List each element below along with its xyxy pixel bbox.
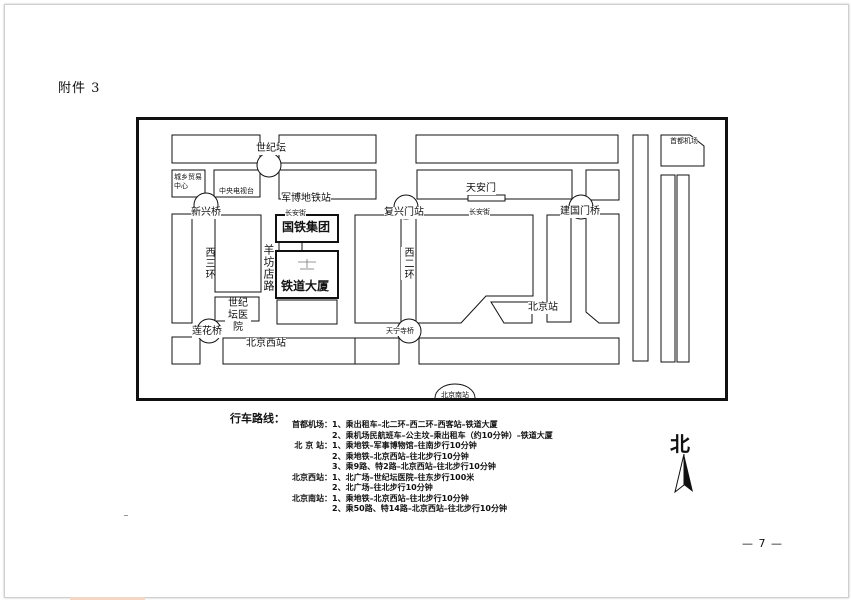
route-text: 2、乘50路、特14路–北京西站–往北步行10分钟 xyxy=(332,504,507,513)
route-origin: 北京南站： xyxy=(292,493,332,503)
map-block xyxy=(276,299,338,325)
route-origin: 北京西站： xyxy=(292,472,332,482)
map-label-fuxingmen-station: 复兴门站 xyxy=(384,207,424,219)
route-text: 2、乘地铁–北京西站–往北步行10分钟 xyxy=(332,451,469,461)
map-block xyxy=(214,214,262,293)
margin-tick xyxy=(124,515,128,516)
route-text: 1、乘地铁–军事博物馆–往南步行10分钟 xyxy=(332,441,477,450)
route-text: 1、北广场–世纪坛医院–往东步行100米 xyxy=(332,472,475,482)
map-block xyxy=(171,213,193,324)
route-text: 1、乘地铁–北京西站–往北步行10分钟 xyxy=(332,493,469,503)
map-label-changan-street-right: 长安街 xyxy=(469,208,490,217)
route-row: 北京南站：1、乘地铁–北京西站–往北步行10分钟 xyxy=(288,494,469,504)
map-label-yangfang-road: 羊坊店路 xyxy=(262,244,275,292)
route-row: 北京西站：1、北广场–世纪坛医院–往东步行100米 xyxy=(288,473,474,483)
map-label-jianguomen-bridge: 建国门桥 xyxy=(560,206,600,218)
route-row: 2、乘机场民航班车–公主坟–乘出租车（约10分钟）–铁道大厦 xyxy=(288,431,553,441)
route-row: 2、乘地铁–北京西站–往北步行10分钟 xyxy=(288,452,469,462)
map-block xyxy=(490,301,533,324)
attachment-label: 附件 3 xyxy=(58,81,101,96)
map-block xyxy=(676,174,690,363)
map-label-west-third-ring: 西三环 xyxy=(202,247,214,280)
map-block xyxy=(660,174,676,363)
map-label-capital-airport: 首都机场 xyxy=(670,137,698,146)
map-label-military-museum-station: 军博地铁站 xyxy=(281,193,331,205)
map-label-changan-street-left: 长安街 xyxy=(285,209,306,218)
map-block xyxy=(278,134,377,164)
map-block xyxy=(354,214,402,324)
tiananmen-marker xyxy=(467,194,506,202)
map-block xyxy=(354,337,400,365)
map-label-cctv: 中央电视台 xyxy=(219,187,254,196)
map-block xyxy=(415,134,619,164)
century-altar-circle xyxy=(256,152,282,178)
map-label-beijing-south-station: 北京南站 xyxy=(441,391,469,399)
route-row: 3、乘9路、特2路–北京西站–往北步行10分钟 xyxy=(288,462,496,472)
map-label-xinxing-bridge: 新兴桥 xyxy=(191,207,221,219)
map-label-lianhua-bridge: 莲花桥 xyxy=(192,326,222,338)
north-arrow-icon xyxy=(672,453,696,498)
route-row: 北 京 站：1、乘地铁–军事博物馆–往南步行10分钟 xyxy=(288,441,477,451)
page-number: — 7 — xyxy=(742,537,783,550)
route-row: 2、北广场–往北步行10分钟 xyxy=(288,483,433,493)
map-label-beijing-station: 北京站 xyxy=(528,302,558,314)
map-label-century-altar: 世纪坛 xyxy=(256,143,286,155)
map-block xyxy=(171,134,261,164)
north-label: 北 xyxy=(670,432,690,456)
page-edge-highlight xyxy=(70,597,145,600)
map-block xyxy=(585,213,620,324)
route-row: 2、乘50路、特14路–北京西站–往北步行10分钟 xyxy=(288,504,507,514)
route-title: 行车路线： xyxy=(230,412,285,425)
route-row: 首都机场：1、乘出租车–北二环–西二环–西客站–铁道大厦 xyxy=(288,420,498,430)
route-text: 3、乘9路、特2路–北京西站–往北步行10分钟 xyxy=(332,462,496,471)
location-map: 首都机场 世纪坛 城乡贸易中心 中央电视台 军博地铁站 新兴桥 长安街 复兴门站… xyxy=(136,117,728,401)
railway-tower-emblem xyxy=(296,256,318,270)
map-label-railway-tower: 铁道大厦 xyxy=(281,279,330,293)
map-label-beijing-west-station: 北京西站 xyxy=(246,338,286,350)
map-label-railway-group: 国铁集团 xyxy=(282,220,331,234)
map-label-urban-rural-trade: 城乡贸易中心 xyxy=(174,173,204,191)
map-block xyxy=(585,169,620,201)
route-text: 2、北广场–往北步行10分钟 xyxy=(332,483,433,492)
map-label-century-hospital: 世纪坛医院 xyxy=(225,298,251,334)
map-street-blocks xyxy=(171,134,705,398)
map-label-tianning-bridge: 天宁寺桥 xyxy=(386,327,414,336)
map-block xyxy=(171,336,201,365)
map-label-tiananmen: 天安门 xyxy=(466,183,496,195)
map-block xyxy=(418,337,620,365)
route-text: 2、乘机场民航班车–公主坟–乘出租车（约10分钟）–铁道大厦 xyxy=(332,430,553,440)
route-origin: 北 京 站： xyxy=(294,441,332,450)
map-label-west-second-ring: 西二环 xyxy=(401,247,413,280)
map-block xyxy=(632,134,649,362)
route-text: 1、乘出租车–北二环–西二环–西客站–铁道大厦 xyxy=(332,420,498,429)
route-origin: 首都机场： xyxy=(292,420,332,429)
south-station-arc xyxy=(434,383,476,398)
